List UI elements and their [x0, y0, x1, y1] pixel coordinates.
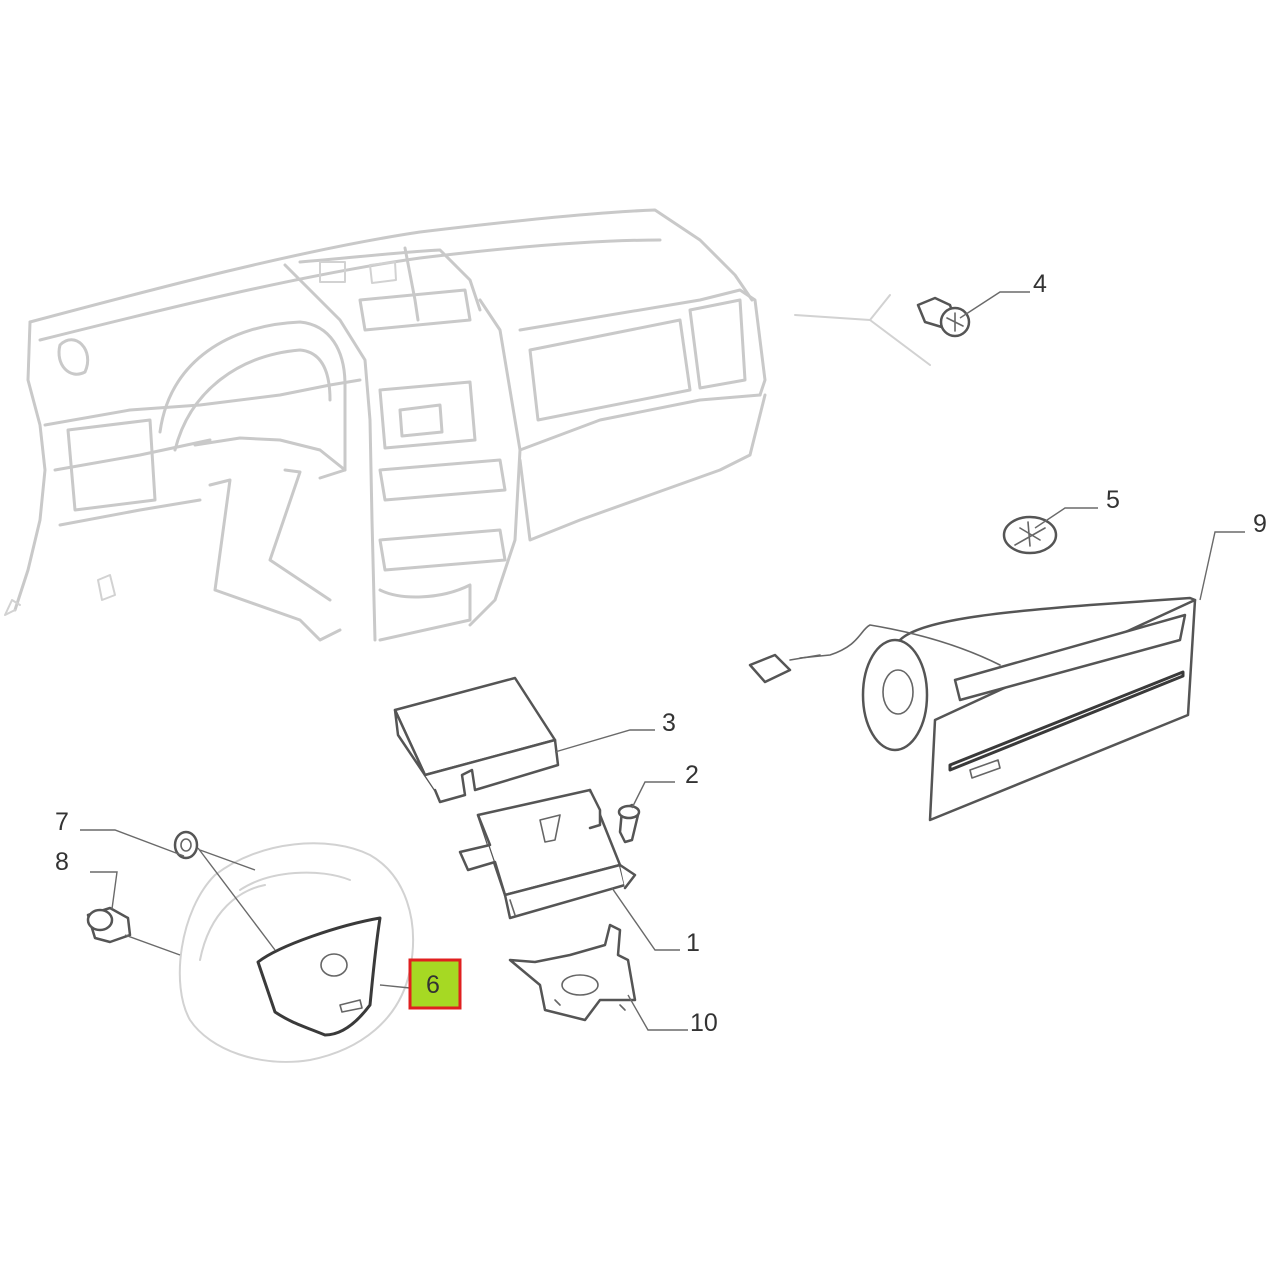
callout-3[interactable]: 3 [662, 709, 676, 737]
callout-9[interactable]: 9 [1253, 510, 1267, 538]
callout-label: 1 [686, 929, 700, 957]
callout-6-highlight-box [408, 958, 462, 1010]
callout-4[interactable]: 4 [1033, 270, 1047, 298]
part-4-screw [916, 296, 971, 338]
callout-label: 5 [1106, 486, 1120, 514]
part-8-bolt [86, 906, 132, 944]
part-6-driver-airbag [256, 916, 382, 1037]
part-5-clip [1002, 515, 1058, 555]
callout-label: 3 [662, 709, 676, 737]
callout-label: 9 [1253, 510, 1267, 538]
part-9-passenger-airbag [748, 596, 1197, 822]
callout-10[interactable]: 10 [690, 1009, 718, 1037]
part-1-ecu-bracket [458, 788, 637, 920]
part-3-cover [393, 676, 560, 804]
callout-label: 8 [55, 848, 69, 876]
callout-label: 10 [690, 1009, 718, 1037]
callout-label: 2 [685, 761, 699, 789]
callout-6[interactable]: 6 [408, 958, 462, 1010]
callout-label: 6 [426, 971, 440, 999]
part-7-washer [173, 830, 199, 860]
callout-leaders [80, 291, 1245, 1031]
callout-5[interactable]: 5 [1106, 486, 1120, 514]
callout-label: 7 [55, 808, 69, 836]
dashboard-outline [4, 208, 767, 642]
callout-2[interactable]: 2 [685, 761, 699, 789]
dash-leader-lines [794, 294, 931, 366]
callout-7[interactable]: 7 [55, 808, 69, 836]
part-10-plate [508, 923, 637, 1022]
steering-wheel-outline [178, 842, 414, 1063]
callout-8[interactable]: 8 [55, 848, 69, 876]
callout-label: 4 [1033, 270, 1047, 298]
part-2-bolt [617, 803, 641, 844]
callout-1[interactable]: 1 [686, 929, 700, 957]
